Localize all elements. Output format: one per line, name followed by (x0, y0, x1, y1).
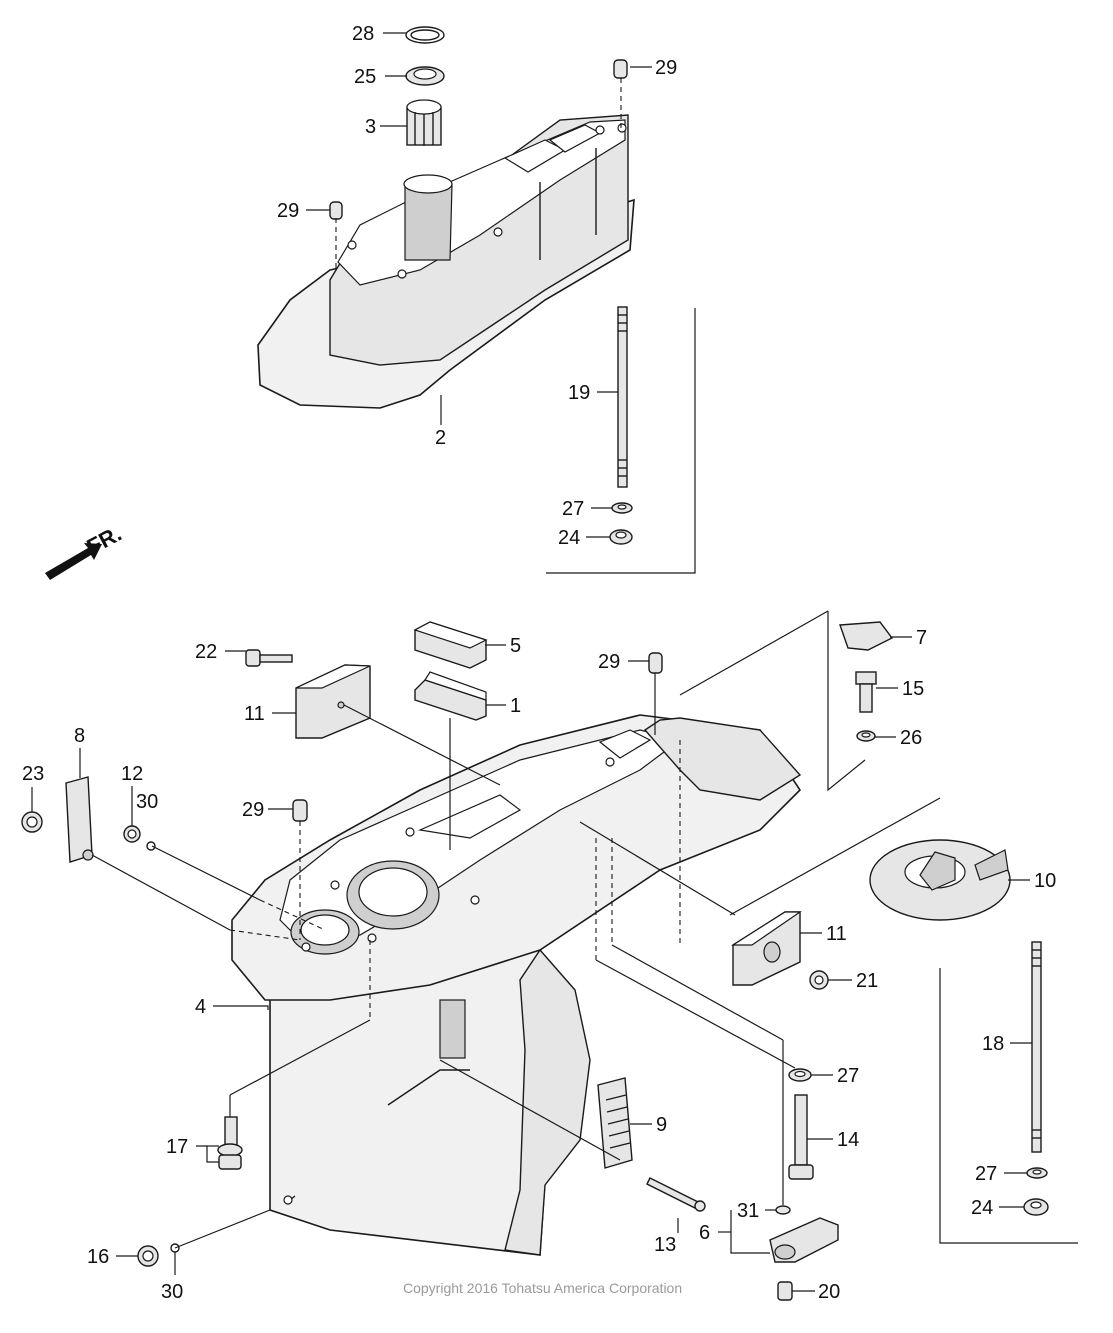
callout-18: 18 (982, 1033, 1004, 1055)
upper-housing-part-2 (257, 114, 635, 409)
callout-24-lower: 24 (971, 1197, 993, 1219)
washer-part-27-lower-middle (788, 1068, 812, 1082)
callout-14: 14 (837, 1129, 859, 1151)
anode-part-11-right (730, 911, 802, 986)
nut-part-21 (809, 970, 829, 990)
washer-part-31 (775, 1205, 791, 1215)
dowel-pin-part-29-top (613, 59, 628, 79)
dowel-pin-part-29-left (329, 201, 343, 220)
callout-30-upper: 30 (136, 791, 158, 813)
callout-29-lower-left: 29 (242, 799, 264, 821)
bushing-part-3 (406, 99, 442, 146)
callout-2: 2 (435, 427, 446, 449)
callout-19: 19 (568, 382, 590, 404)
callout-20: 20 (818, 1281, 840, 1303)
callout-27-lower-middle: 27 (837, 1065, 859, 1087)
gasket-part-30-upper (146, 841, 156, 851)
anode-part-11-left (295, 664, 371, 739)
callout-24-upper: 24 (558, 527, 580, 549)
assembly-lines (91, 78, 941, 1249)
callout-16: 16 (87, 1246, 109, 1268)
bolt-part-15 (855, 671, 877, 713)
group-bracket-right-top (827, 611, 866, 792)
trim-tab-part-7 (839, 621, 894, 651)
bolt-part-22 (245, 649, 293, 667)
callout-27-upper: 27 (562, 498, 584, 520)
lower-gear-case-part-4 (231, 714, 802, 1256)
callout-12: 12 (121, 763, 143, 785)
plug-part-16 (137, 1245, 159, 1267)
callout-11-left: 11 (244, 703, 265, 725)
callout-1: 1 (510, 695, 521, 717)
callout-23: 23 (22, 763, 44, 785)
callout-26: 26 (900, 727, 922, 749)
washer-part-27-lower-right (1026, 1167, 1048, 1179)
callout-22: 22 (195, 641, 217, 663)
callout-29-upper-left: 29 (277, 200, 299, 222)
callout-15: 15 (902, 678, 924, 700)
circlip-part-28 (405, 26, 445, 44)
callout-leaders (31, 32, 1032, 1292)
bolt-part-20 (777, 1281, 793, 1301)
callout-27-lower-right: 27 (975, 1163, 997, 1185)
bolt-washer-part-17 (217, 1116, 243, 1170)
callout-7: 7 (916, 627, 927, 649)
callout-29-top: 29 (655, 57, 677, 79)
callout-4: 4 (195, 996, 206, 1018)
callout-10: 10 (1034, 870, 1056, 892)
callout-28: 28 (352, 23, 374, 45)
callout-8: 8 (74, 725, 85, 747)
stud-part-18 (1031, 941, 1042, 1153)
dowel-pin-part-29-upper-right (648, 652, 663, 674)
dowel-pin-part-29-lower-left (292, 799, 308, 822)
callout-21: 21 (856, 970, 878, 992)
group-bracket-upper (546, 308, 696, 574)
callout-9: 9 (656, 1114, 667, 1136)
callout-31: 31 (737, 1200, 759, 1222)
stud-part-19 (617, 306, 628, 488)
washer-part-27-upper (611, 502, 633, 514)
bolt-part-14 (788, 1094, 814, 1180)
front-direction-arrow (45, 543, 102, 580)
screw-part-13 (646, 1177, 706, 1212)
group-bracket-lower-right (939, 968, 1078, 1244)
callout-25: 25 (354, 66, 376, 88)
callout-29-middle: 29 (598, 651, 620, 673)
callout-17: 17 (166, 1136, 188, 1158)
plug-part-12 (123, 825, 141, 843)
callout-6: 6 (699, 1222, 710, 1244)
cover-part-8 (65, 776, 94, 863)
copyright-notice: Copyright 2016 Tohatsu America Corporati… (403, 1280, 682, 1296)
trim-tab-disk-part-10 (869, 839, 1011, 921)
callout-3: 3 (365, 116, 376, 138)
callout-30-lower: 30 (161, 1281, 183, 1303)
callout-labels: 28 25 3 29 29 2 19 27 24 FR. 5 22 1 11 2… (22, 23, 1056, 1303)
callout-5: 5 (510, 635, 521, 657)
nut-part-24-upper (609, 529, 633, 545)
seal-part-25 (405, 66, 445, 86)
plate-part-1 (414, 671, 487, 721)
callout-13: 13 (654, 1234, 676, 1256)
nut-part-24-lower (1023, 1198, 1049, 1216)
water-strainer-part-9 (597, 1077, 633, 1169)
trim-tab-part-6 (769, 1217, 839, 1263)
anode-block-part-5 (413, 621, 488, 669)
washer-part-26 (856, 730, 876, 742)
callout-11-right: 11 (826, 923, 847, 945)
nut-part-23 (21, 811, 43, 833)
